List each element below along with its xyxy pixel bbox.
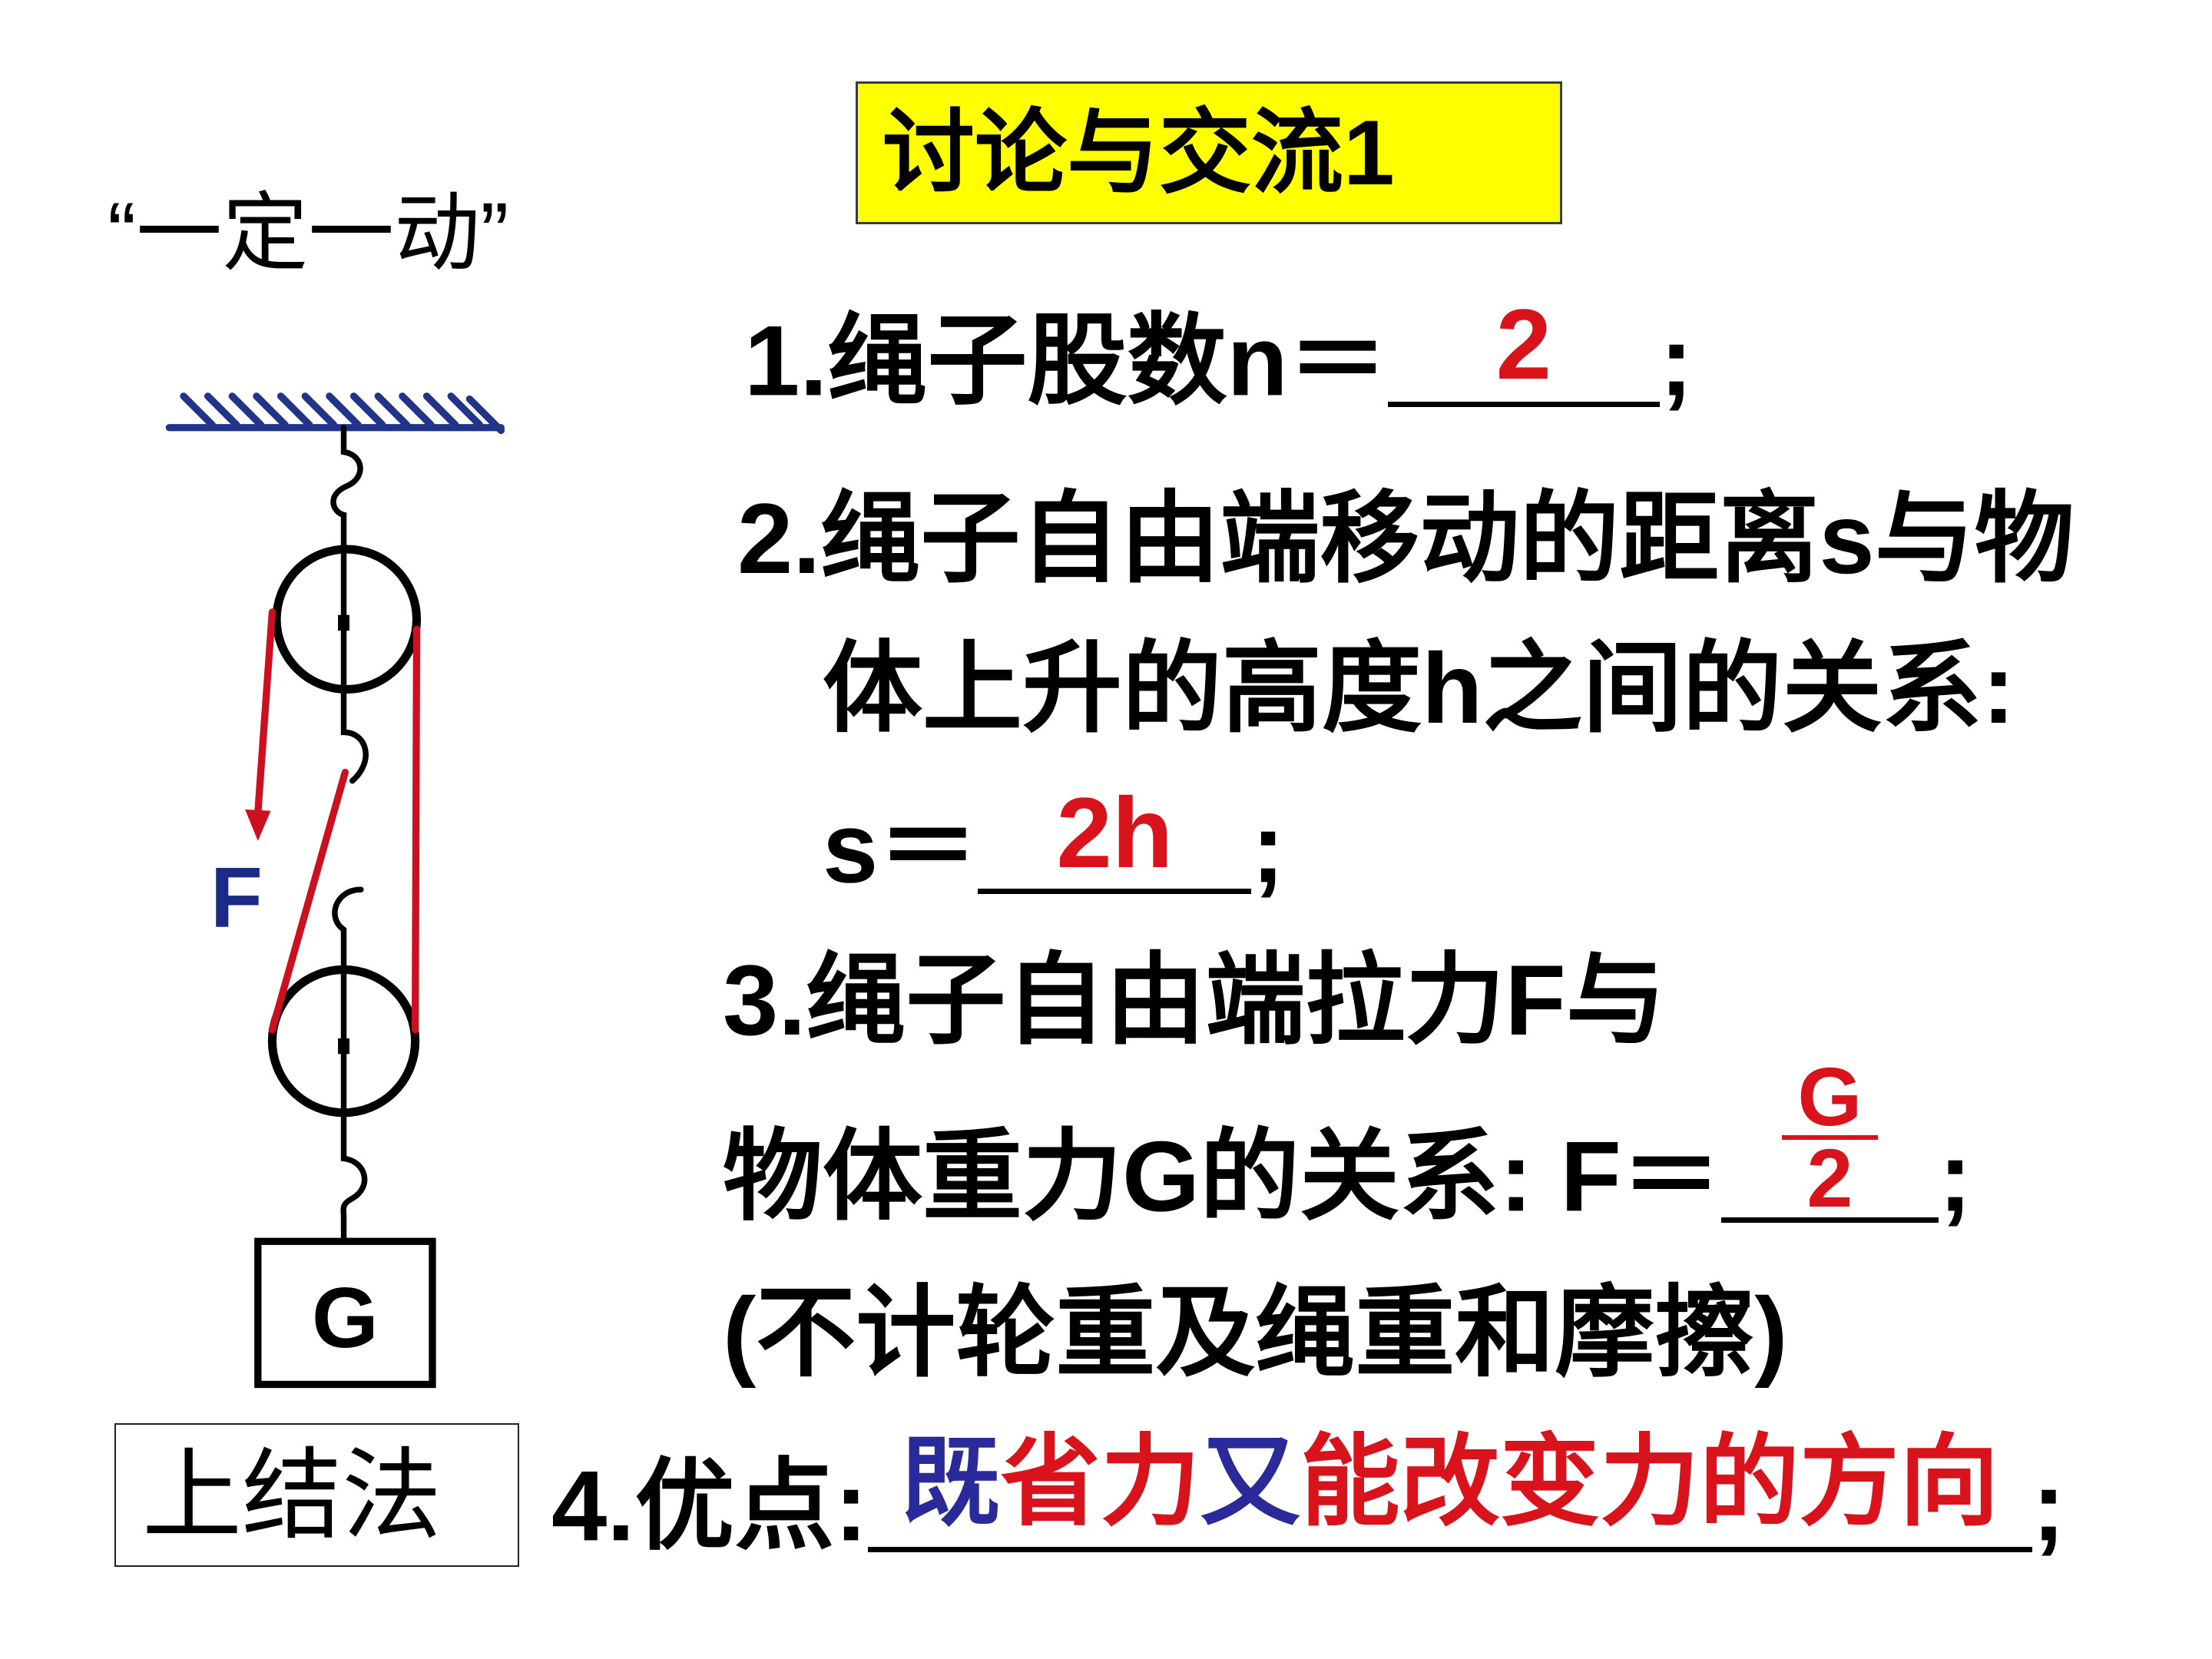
subtitle: “一定一动” xyxy=(108,185,509,281)
page-title: 讨论与交流1 xyxy=(882,101,1395,204)
question-4-text: 4.优点: xyxy=(551,1449,868,1562)
assumption-note: (不计轮重及绳重和摩擦) xyxy=(723,1277,1788,1389)
weight-box xyxy=(254,1237,436,1389)
ceiling-hook xyxy=(330,425,363,554)
question-1-answer: 2 xyxy=(1495,288,1551,400)
fraction-denominator: 2 xyxy=(1806,1131,1853,1225)
answer-part: 又 xyxy=(1200,1426,1300,1538)
question-2-text: s＝ xyxy=(823,791,979,904)
question-3-end: ; xyxy=(1938,1120,1972,1233)
hatch-mark xyxy=(374,392,411,429)
answer-part: 既 xyxy=(900,1426,1001,1538)
question-1-text: 1.绳子股数n＝ xyxy=(744,304,1388,417)
question-1-blank: 2 xyxy=(1387,294,1660,407)
hatch-mark xyxy=(422,392,459,429)
hatch-mark xyxy=(204,392,240,429)
title-box: 讨论与交流1 xyxy=(856,81,1562,224)
movable-pulley xyxy=(267,965,420,1118)
question-2-blank: 2h xyxy=(978,783,1252,894)
fixed-pulley xyxy=(272,545,422,694)
question-4-answer: 既省力又能改变力的方向 xyxy=(868,1432,2032,1532)
question-1: 1.绳子股数n＝2; xyxy=(744,294,1693,410)
hatch-mark xyxy=(349,392,386,429)
weight-hook xyxy=(340,1109,368,1244)
fixed-pulley-lower-hook xyxy=(340,687,369,784)
force-label: F xyxy=(210,849,263,945)
question-2-line-1: 2.绳子自由端移动的距离s与物 xyxy=(737,482,2075,594)
question-4-end: ; xyxy=(2032,1449,2066,1562)
question-3-line-1: 3.绳子自由端拉力F与 xyxy=(723,944,1666,1056)
hatch-mark xyxy=(180,392,216,429)
question-4-blank: 既省力又能改变力的方向 xyxy=(867,1432,2032,1552)
question-1-end: ; xyxy=(1659,304,1694,417)
question-3-text: 物体重力G的关系: F＝ xyxy=(723,1120,1721,1233)
movable-pulley-upper-hook xyxy=(332,886,364,975)
question-2-line-2: 体上升的高度h之间的关系: xyxy=(823,632,2015,744)
fraction-bar xyxy=(1781,1135,1878,1141)
hatch-mark xyxy=(276,392,313,429)
method-label: 上结法 xyxy=(142,1439,442,1551)
hatch-mark xyxy=(399,392,435,429)
rope-slant-segment xyxy=(268,768,349,1034)
movable-pulley-axle xyxy=(338,1038,349,1055)
rope-right-segment xyxy=(411,625,421,1034)
question-2-line-3: s＝2h; xyxy=(823,783,1285,897)
weight-label: G xyxy=(312,1270,379,1366)
ceiling xyxy=(165,392,505,435)
hatch-mark xyxy=(253,392,289,429)
hatch-mark xyxy=(301,392,338,429)
answer-part: 省力 xyxy=(1000,1426,1200,1538)
hatch-mark xyxy=(465,395,505,435)
question-4: 4.优点:既省力又能改变力的方向; xyxy=(551,1432,2065,1555)
answer-part: 能改变力的方向 xyxy=(1300,1426,1999,1538)
fraction-numerator: G xyxy=(1797,1050,1863,1144)
question-2-answer: 2h xyxy=(1056,777,1174,889)
method-label-box: 上结法 xyxy=(114,1423,519,1567)
fixed-pulley-axle xyxy=(338,614,349,631)
rope-free-end xyxy=(254,608,276,816)
force-arrow-head xyxy=(245,809,271,841)
hatch-mark xyxy=(326,392,362,429)
hatch-mark xyxy=(447,392,484,429)
hatch-mark xyxy=(228,392,265,429)
question-2-end: ; xyxy=(1251,791,1285,904)
